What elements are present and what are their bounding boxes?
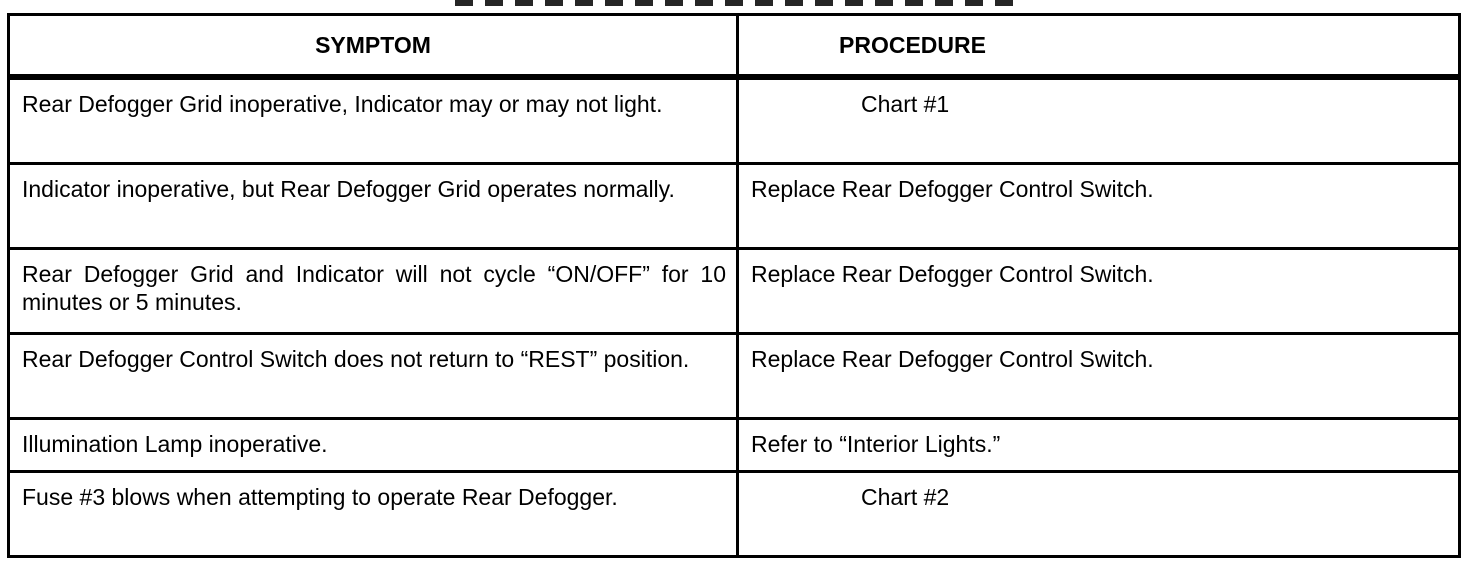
procedure-cell: Replace Rear Defogger Control Switch.	[736, 332, 1461, 420]
symptom-cell: Fuse #3 blows when attempting to operate…	[7, 470, 739, 558]
diagnosis-table: SYMPTOM PROCEDURE Rear Defogger Grid ino…	[7, 13, 1461, 558]
table-row: Indicator inoperative, but Rear Defogger…	[7, 162, 1461, 250]
procedure-cell: Chart #1	[736, 75, 1461, 165]
procedure-cell: Refer to “Interior Lights.”	[736, 417, 1461, 473]
symptom-cell: Indicator inoperative, but Rear Defogger…	[7, 162, 739, 250]
table-row: Rear Defogger Control Switch does not re…	[7, 332, 1461, 420]
procedure-cell: Chart #2	[736, 470, 1461, 558]
clipped-title-fragment	[455, 0, 1025, 6]
procedure-cell: Replace Rear Defogger Control Switch.	[736, 162, 1461, 250]
table-row: Rear Defogger Grid inoperative, Indicato…	[7, 75, 1461, 165]
procedure-cell: Replace Rear Defogger Control Switch.	[736, 247, 1461, 335]
table-row: Fuse #3 blows when attempting to operate…	[7, 470, 1461, 558]
symptom-cell: Rear Defogger Grid and Indicator will no…	[7, 247, 739, 335]
symptom-cell: Rear Defogger Control Switch does not re…	[7, 332, 739, 420]
table-row: Illumination Lamp inoperative. Refer to …	[7, 417, 1461, 473]
table-row: Rear Defogger Grid and Indicator will no…	[7, 247, 1461, 335]
procedure-header: PROCEDURE	[736, 13, 1461, 80]
symptom-header: SYMPTOM	[7, 13, 739, 80]
symptom-cell: Illumination Lamp inoperative.	[7, 417, 739, 473]
symptom-cell: Rear Defogger Grid inoperative, Indicato…	[7, 75, 739, 165]
header-row: SYMPTOM PROCEDURE	[7, 13, 1461, 80]
